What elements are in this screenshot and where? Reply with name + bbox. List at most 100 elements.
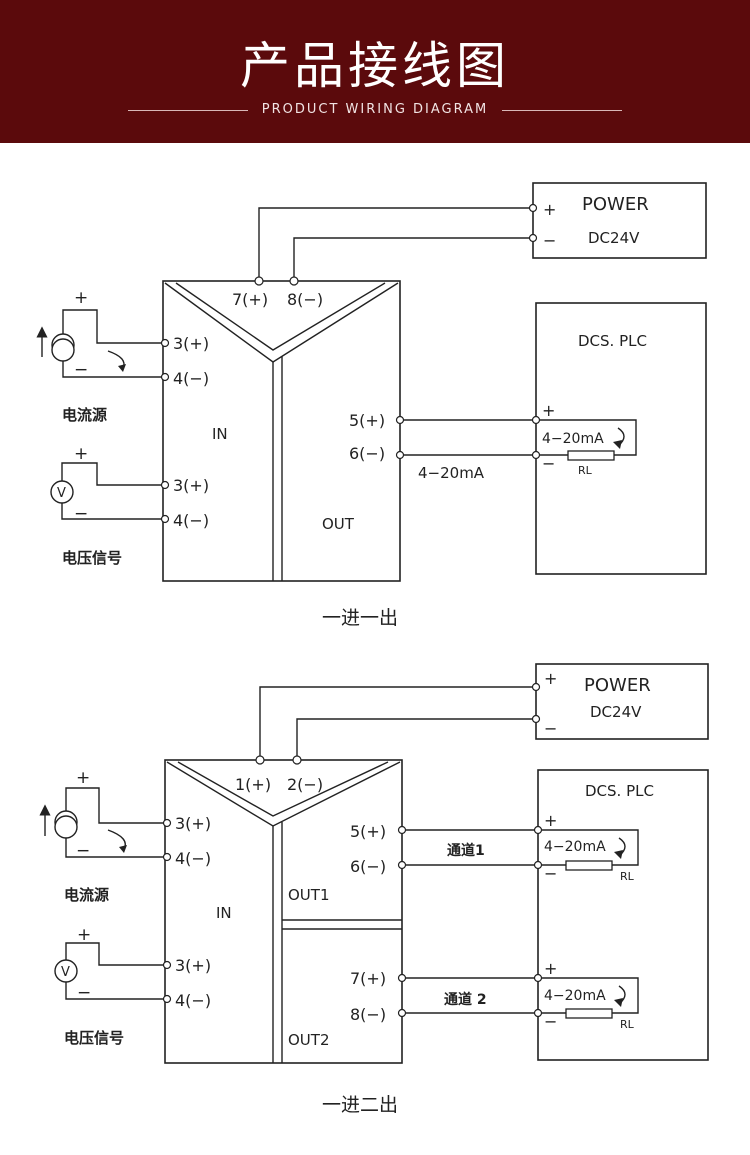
supply-terminal-pos [254,276,264,286]
out-label: OUT [322,515,355,533]
voltage-term-neg-label-2: 4(−) [175,991,211,1010]
dcs-term-neg [531,450,541,460]
out1-label: OUT1 [288,886,330,904]
power-negative-wire-2 [296,718,533,758]
dcs-term-pos [531,415,541,425]
out1-term-neg [397,860,407,870]
voltage-term-neg [160,514,170,524]
supply-terminal-pos-2 [255,755,265,765]
voltage-term-pos-2 [162,960,172,970]
out-term-neg-label: 6(−) [349,444,385,463]
voltage-term-neg-2 [162,994,172,1004]
channel2-label: 通道 2 [444,991,487,1008]
dcs-ch2-plus: + [544,959,557,978]
voltage-symbol-2: V [61,965,70,980]
voltage-neg-wire [61,503,165,520]
dcs-box-2 [537,769,709,1061]
supply-terminal-neg [289,276,299,286]
power-voltage-2: DC24V [590,703,642,721]
module-triangle-inner [175,282,386,351]
power-minus: − [543,231,556,250]
power-box [532,182,707,259]
signal-label: 4−20mA [418,464,485,482]
rl-resistor-ch2 [565,1008,613,1019]
voltage-symbol: V [57,486,66,501]
voltage-signal-label-2: 电压信号 [64,1029,124,1047]
current-term-neg [160,372,170,382]
out-term-pos [395,415,405,425]
out2-term-pos [397,973,407,983]
current-pos-wire [62,309,165,344]
diagram-one-in-two-out: POWER DC24V + − 1(+) 2(−) IN OUT1 OUT2 +… [39,663,709,1116]
voltage-term-pos-label: 3(+) [173,476,209,495]
current-term-neg-label-2: 4(−) [175,849,211,868]
channel1-label: 通道1 [447,842,485,859]
dcs-ch2-loop-wire [542,977,639,1014]
current-minus-2: − [76,841,90,861]
dcs-loop-label: 4−20mA [542,431,604,447]
diagram-one-in-one-out: POWER DC24V + − 7(+) 8(−) IN OUT + − 3(+… [36,182,707,629]
dcs-rl: RL [578,464,593,477]
power-plus: + [543,200,556,219]
voltage-pos-wire [61,462,165,486]
banner-divider-left [128,110,248,111]
rl-resistor-ch1 [565,860,613,871]
supply-terminal-neg-2 [292,755,302,765]
voltage-term-pos-label-2: 3(+) [175,956,211,975]
dcs-title: DCS. PLC [578,332,647,350]
out2-term-neg-label: 8(−) [350,1005,386,1024]
current-term-neg-label: 4(−) [173,369,209,388]
in-label: IN [212,425,228,443]
current-source-label: 电流源 [62,406,107,424]
voltage-signal-label: 电压信号 [62,549,122,567]
dcs-ch2-minus: − [544,1012,557,1031]
dcs-ch2-term-neg [533,1008,543,1018]
voltage-pos-wire-2 [65,942,167,966]
dcs-ch1-plus: + [544,811,557,830]
power-box-2 [535,663,709,740]
out1-term-neg-label: 6(−) [350,857,386,876]
dcs-ch2-rl: RL [620,1018,635,1031]
current-term-pos-label-2: 3(+) [175,814,211,833]
banner-divider-right [502,110,622,111]
page-subtitle: PRODUCT WIRING DIAGRAM [261,102,489,117]
power-plus-terminal-2 [531,682,541,692]
voltage-neg-wire-2 [65,982,167,1000]
supply-label-pos: 7(+) [232,290,268,309]
dcs-ch1-rl: RL [620,870,635,883]
current-term-pos-2 [162,818,172,828]
dcs-plus: + [542,401,555,420]
power-title-2: POWER [584,675,651,696]
out2-term-pos-label: 7(+) [350,969,386,988]
module-triangle-inner-2 [177,761,389,817]
diagram2-caption: 一进二出 [322,1094,398,1116]
current-term-pos [160,338,170,348]
dcs-ch1-term-pos [533,825,543,835]
current-plus-2: + [76,768,90,788]
out-term-pos-label: 5(+) [349,411,385,430]
voltage-term-pos [160,480,170,490]
dcs-ch2-term-pos [533,973,543,983]
power-minus-terminal-2 [531,714,541,724]
current-plus: + [74,288,88,308]
dcs-ch1-minus: − [544,864,557,883]
voltage-plus-2: + [77,925,91,945]
out2-label: OUT2 [288,1031,330,1049]
current-term-pos-label: 3(+) [173,334,209,353]
dcs-box [535,302,707,575]
power-title: POWER [582,194,649,215]
out-term-neg [395,450,405,460]
voltage-term-neg-label: 4(−) [173,511,209,530]
power-plus-terminal [528,203,538,213]
dcs-title-2: DCS. PLC [585,782,654,800]
dcs-ch1-term-neg [533,860,543,870]
header-banner: 产品接线图 PRODUCT WIRING DIAGRAM [0,0,750,143]
current-neg-wire [62,361,165,378]
dcs-ch1-loop-wire [542,829,639,866]
current-neg-wire-2 [65,838,167,858]
power-minus-terminal [528,233,538,243]
power-positive-wire-2 [259,686,533,758]
supply-label-neg: 8(−) [287,290,323,309]
power-negative-wire [293,237,530,278]
